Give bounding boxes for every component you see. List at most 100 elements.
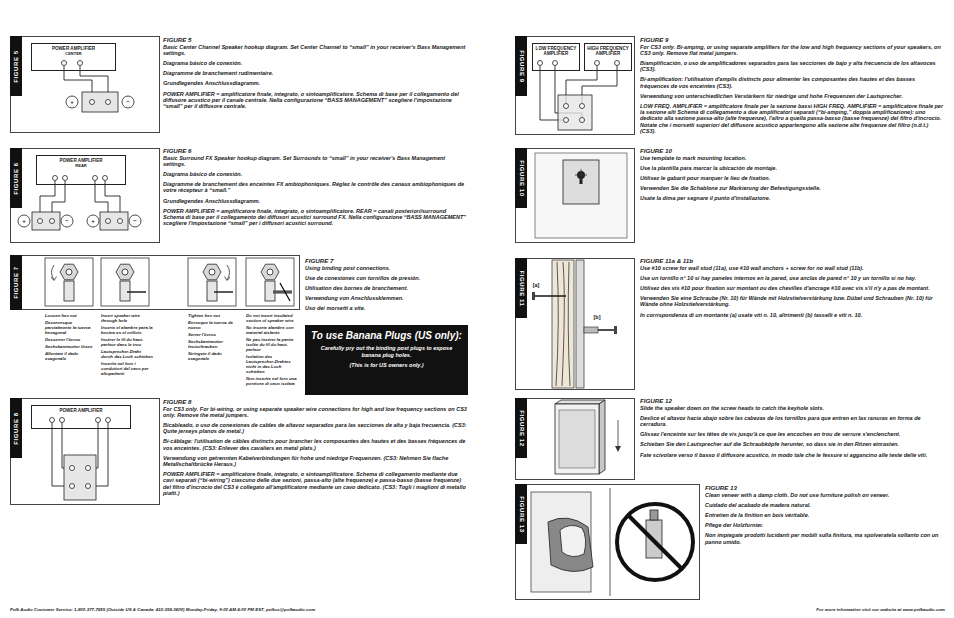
note-text: To use Banana Plugs (US only):	[311, 330, 462, 341]
callout-letter: [a]	[529, 282, 543, 289]
caption-text: Slide the speaker down on the screw head…	[640, 405, 945, 411]
speaker-symbol	[64, 455, 96, 500]
label-group: FIGURE 13Clean veneer with a damp cloth.…	[705, 485, 945, 545]
figure-tab: FIGURE 9	[515, 36, 527, 96]
amplifier-box: POWER AMPLIFIERCENTER	[31, 43, 116, 71]
caption-text: Diagramme de branchement rudimentaire.	[163, 70, 468, 76]
speaker-terminal	[564, 104, 569, 109]
arrow-head	[615, 446, 621, 452]
step-caption: Desserrer l'écrou	[45, 337, 97, 342]
caption-text: Pflege der Holzfurnier.	[705, 522, 945, 528]
footer-text: Polk Audio Customer Service: 1-800-377-7…	[10, 607, 570, 612]
figure-heading: FIGURE 5	[163, 37, 468, 44]
step-caption: Insert speaker wire through hole	[101, 313, 153, 323]
label-group: FIGURE 7Using binding post connections.U…	[305, 258, 468, 312]
step-caption: Do not insert insulated section of speak…	[246, 313, 298, 323]
label-group: +	[68, 99, 76, 106]
label-group: [b]	[590, 314, 604, 321]
label-group: Loosen hex nutDesenrosque parcialmente l…	[45, 313, 97, 361]
caption-text: Diagramme de branchement des enceintes F…	[163, 181, 468, 193]
label-group: +	[20, 218, 28, 225]
figure-frame: FIGURE 7	[10, 255, 300, 310]
caption-text: Bicableado, o uso de conexiones de cable…	[163, 422, 468, 434]
step-caption: Allentate il dado esagonale	[45, 351, 97, 361]
wall	[535, 153, 627, 238]
figure-tab: FIGURE 8	[10, 398, 22, 458]
step-caption: Enrosque la tuerca de nuevo	[188, 320, 240, 330]
speaker-side	[599, 400, 605, 474]
hex-nut	[116, 264, 134, 280]
hex-nut	[60, 264, 78, 280]
label-group: −	[124, 99, 132, 106]
figure-frame: FIGURE 11	[515, 258, 635, 390]
note-text: Carefully pry out the binding post plugs…	[311, 345, 462, 358]
figure-tab: FIGURE 12	[515, 398, 527, 458]
note-box: To use Banana Plugs (US only): Carefully …	[305, 325, 468, 395]
amp-terminal	[103, 176, 108, 181]
polarity-circle	[61, 215, 73, 227]
step-caption: Inserite nel foro i conduttori del cavo …	[101, 361, 153, 376]
label-group: FIGURE 8For CS3 only. For bi-wiring, or …	[163, 399, 468, 496]
step-caption: Tighten hex nut	[188, 313, 240, 318]
caption-text: Schieben Sie den Lautsprecher auf die Sc…	[640, 441, 945, 447]
label-group: FIGURE 5Basic Center Channel Speaker hoo…	[163, 37, 468, 109]
prohibit-slash	[280, 283, 290, 301]
amp-terminal	[96, 418, 101, 423]
caption-text: Glissez l'enceinte sur les têtes de vis …	[640, 431, 945, 437]
speaker-symbol	[32, 212, 60, 230]
step-panel	[246, 258, 294, 306]
speaker-symbol	[100, 212, 128, 230]
hand	[560, 525, 586, 556]
polarity-circle	[87, 215, 99, 227]
label-group: FIGURE 12Slide the speaker down on the s…	[640, 398, 945, 458]
amp-terminal	[50, 418, 55, 423]
amp-terminal	[53, 176, 58, 181]
amp-terminal	[615, 61, 620, 66]
step-caption: Stringete il dado esagonale	[188, 351, 240, 361]
prohibition-slash	[628, 515, 682, 569]
wood-grain	[556, 262, 570, 386]
caption-text: Using binding post connections.	[305, 265, 468, 271]
caption-text: In corrispondenza di un montante (a) usa…	[640, 312, 945, 318]
polish-nozzle	[650, 510, 658, 520]
prohibition-circle	[617, 504, 693, 580]
polarity-sign: −	[131, 218, 139, 225]
figure-heading: FIGURE 7	[305, 258, 468, 265]
step-caption: Loosen hex nut	[45, 313, 97, 318]
speaker-terminal	[580, 118, 585, 123]
caption-text: Entretien de la finition en bois véritab…	[705, 512, 945, 518]
caption-text: Use un tornillo n° 10 si hay paneles int…	[640, 275, 945, 281]
figure-heading: FIGURE 8	[163, 399, 468, 406]
figure-frame: FIGURE 13	[515, 484, 700, 600]
caption-text: Usate la dima per segnare il punto d'ins…	[640, 195, 945, 201]
post-cap	[122, 269, 128, 275]
figure-heading: FIGURE 9	[640, 37, 945, 44]
label-group: Do not insert insulated section of speak…	[246, 313, 298, 386]
arrow-head	[225, 277, 231, 281]
caption-text: POWER AMPLIFIER = amplificatore finale, …	[163, 471, 468, 496]
post-cap	[209, 269, 215, 275]
amplifier-box: LOW FREQUENCY AMPLIFIER	[532, 43, 580, 71]
figure-frame: FIGURE 12	[515, 398, 635, 480]
caption-text: Utilisez des vis #10 pour fixation sur m…	[640, 285, 945, 291]
figure-tab: FIGURE 13	[515, 484, 527, 544]
speaker-terminal	[564, 118, 569, 123]
polarity-sign: +	[20, 218, 28, 225]
caption-text: Diagrama básico de conexión.	[163, 171, 468, 177]
caption-text: Use #10 screw for wall stud (11a), use #…	[640, 265, 945, 271]
caption-text: Use la plantilla para marcar la ubicació…	[640, 165, 945, 171]
amplifier-label: REAR	[39, 163, 123, 168]
speaker-grille	[559, 410, 595, 468]
label-group: [a]	[529, 282, 543, 289]
callout-letter: [b]	[590, 314, 604, 321]
caption-text: Verwenden Sie die Schablone zur Markieru…	[640, 185, 945, 191]
figure-heading: FIGURE 12	[640, 398, 945, 405]
footer-text: For more information visit our website a…	[600, 607, 945, 612]
figure-tab: FIGURE 6	[10, 148, 22, 208]
label-group: −	[63, 218, 71, 225]
wall-anchor	[584, 327, 598, 333]
divider	[610, 488, 611, 596]
caption-text: Basic Center Channel Speaker hookup diag…	[163, 44, 468, 56]
screw	[598, 329, 614, 331]
